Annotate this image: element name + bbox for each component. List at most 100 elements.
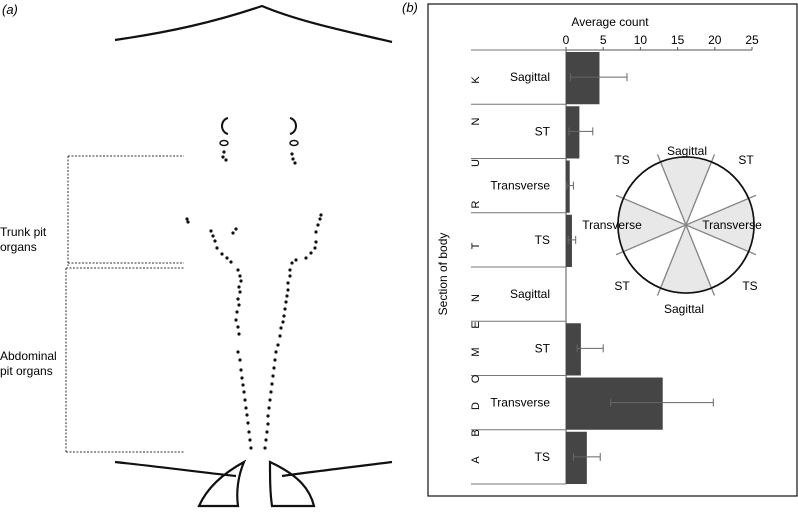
pit-organ-dot bbox=[245, 413, 249, 417]
pit-organ-dot bbox=[209, 229, 213, 233]
pit-organ-dot bbox=[266, 422, 270, 426]
abdomen-letter: B bbox=[470, 429, 482, 436]
body-outline-top bbox=[114, 4, 393, 44]
category-label: ST bbox=[535, 124, 551, 138]
abdominal-bracket bbox=[65, 267, 184, 453]
x-tick-label: 25 bbox=[745, 33, 759, 47]
inset-wedge bbox=[660, 225, 712, 293]
bar bbox=[566, 52, 600, 105]
abdomen-letter: M bbox=[470, 347, 482, 356]
x-tick-label: 0 bbox=[563, 33, 570, 47]
pit-organ-dot bbox=[278, 334, 282, 338]
pit-organ-dot bbox=[293, 161, 297, 165]
pit-organ-dot bbox=[314, 240, 318, 244]
pit-organ-dot bbox=[268, 398, 272, 402]
abdomen-letter: D bbox=[470, 402, 482, 410]
trunk-label-line1: Trunk pit bbox=[0, 225, 47, 239]
pit-organ-dot bbox=[284, 300, 288, 304]
pit-organ-dot bbox=[236, 297, 240, 301]
pit-organ-dot bbox=[238, 274, 242, 278]
pit-organ-dot bbox=[225, 256, 229, 260]
orientation-inset: SagittalSTTransverseTSSagittalSTTransver… bbox=[582, 144, 762, 316]
trunk-letter: U bbox=[470, 159, 482, 167]
category-label: ST bbox=[535, 341, 551, 355]
y-axis-title: Section of body bbox=[436, 233, 450, 316]
inset-label: Sagittal bbox=[667, 144, 707, 158]
pit-organ-dot bbox=[294, 258, 298, 262]
x-tick-label: 5 bbox=[600, 33, 607, 47]
trunk-letter: K bbox=[470, 76, 482, 84]
left-head-organ bbox=[221, 117, 229, 135]
pit-organ-dot bbox=[266, 414, 270, 418]
inset-wedge bbox=[618, 198, 686, 252]
pit-organ-dot bbox=[288, 274, 292, 278]
abdominal-label-line2: pit organs bbox=[0, 364, 53, 378]
pit-organ-dot bbox=[211, 234, 215, 238]
pit-organ-dot bbox=[263, 446, 267, 450]
bar bbox=[566, 323, 581, 376]
pit-organ-dot bbox=[267, 406, 271, 410]
pit-organ-dot bbox=[286, 281, 290, 285]
pit-organ-dot bbox=[239, 368, 243, 372]
pit-organ-dot bbox=[224, 158, 228, 162]
inset-wedge bbox=[660, 157, 712, 225]
pit-organ-dot bbox=[272, 366, 276, 370]
pit-organ-dot bbox=[237, 303, 241, 307]
pit-organ-dot bbox=[237, 285, 241, 289]
x-tick-label: 10 bbox=[634, 33, 648, 47]
pit-organ-dot bbox=[238, 290, 242, 294]
bar bbox=[566, 160, 570, 213]
pit-organ-dot bbox=[276, 343, 280, 347]
bar bbox=[566, 214, 572, 267]
pit-organ-dot bbox=[271, 374, 275, 378]
bar bbox=[566, 106, 580, 159]
right-head-organ bbox=[289, 117, 297, 135]
pit-organ-dot bbox=[319, 213, 323, 217]
pit-organ-dot bbox=[286, 288, 290, 292]
pit-organ-dot bbox=[265, 430, 269, 434]
panel-b-label: (b) bbox=[402, 0, 418, 15]
inset-label: TS bbox=[742, 279, 757, 293]
pit-organ-dot bbox=[264, 438, 268, 442]
trunk-letter: N bbox=[470, 117, 482, 125]
pit-organ-dot bbox=[304, 256, 308, 260]
inset-label: ST bbox=[738, 153, 754, 167]
pit-organ-dot bbox=[309, 251, 313, 255]
panel-b-frame bbox=[427, 3, 798, 497]
body-outline-bottom-right bbox=[281, 460, 393, 478]
abdomen-letter: O bbox=[470, 374, 482, 383]
inset-label: Sagittal bbox=[664, 302, 704, 316]
pit-organ-dots bbox=[185, 150, 323, 450]
abdominal-label-line1: Abdominal bbox=[0, 349, 57, 363]
pit-organ-dot bbox=[229, 260, 233, 264]
left-leg-outline bbox=[197, 459, 247, 508]
bar bbox=[566, 431, 587, 484]
pit-organ-dot bbox=[318, 217, 322, 221]
pit-organ-dot bbox=[285, 294, 289, 298]
trunk-letter: R bbox=[470, 200, 482, 208]
pit-organ-dot bbox=[270, 382, 274, 386]
pit-organ-dot bbox=[314, 230, 318, 234]
pit-organ-dot bbox=[186, 220, 190, 224]
category-label: TS bbox=[535, 450, 550, 464]
category-label: Transverse bbox=[490, 179, 550, 193]
pit-organ-dot bbox=[316, 223, 320, 227]
pit-organ-dot bbox=[269, 390, 273, 394]
pit-organ-dot bbox=[290, 261, 294, 265]
right-leg-outline bbox=[268, 460, 316, 508]
pit-organ-dot bbox=[274, 350, 278, 354]
pit-organ-dot bbox=[242, 390, 246, 394]
pit-organ-dot bbox=[222, 150, 226, 154]
pit-organ-dot bbox=[283, 307, 287, 311]
pit-organ-dot bbox=[215, 246, 219, 250]
trunk-letter: T bbox=[470, 242, 482, 249]
inset-radial-line bbox=[615, 194, 757, 256]
body-outline-bottom-left bbox=[114, 460, 237, 478]
trunk-bracket bbox=[67, 155, 184, 266]
x-tick-label: 15 bbox=[671, 33, 685, 47]
inset-label: Transverse bbox=[582, 218, 642, 232]
pit-organ-dot bbox=[236, 350, 240, 354]
